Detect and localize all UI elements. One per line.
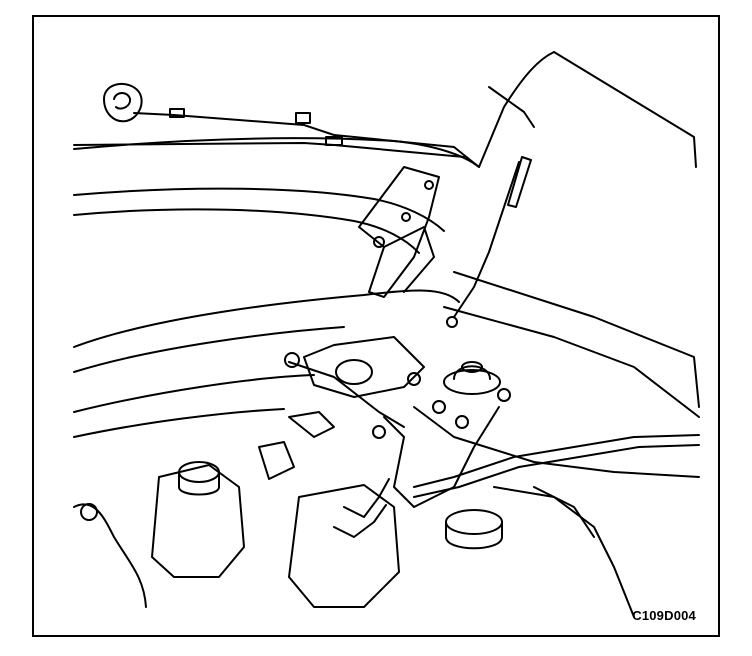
hinge-bolt-3 xyxy=(424,180,434,190)
strut-tower-cap xyxy=(453,365,491,380)
fluid-cap-side xyxy=(445,521,503,550)
hood-release-cable-2 xyxy=(73,142,465,158)
figure-code: C109D004 xyxy=(632,608,696,623)
wiring-harness xyxy=(413,434,700,488)
mount-bolt-3 xyxy=(497,388,511,402)
hose-clamp xyxy=(80,503,98,521)
illustration-frame: C109D004 xyxy=(32,15,720,637)
cowl-panel-2 xyxy=(73,326,345,373)
gas-strut-body xyxy=(507,156,532,208)
fender-inner xyxy=(443,306,700,418)
cowl-panel xyxy=(73,289,460,348)
hinge-bolt xyxy=(373,236,385,248)
linkage-pivot xyxy=(284,352,300,368)
wiper-motor xyxy=(303,336,425,398)
linkage-bolt-2 xyxy=(407,372,421,386)
release-handle-ring xyxy=(103,83,143,123)
wiper-motor-gear xyxy=(335,359,373,385)
reservoir-cap xyxy=(178,461,220,483)
brake-lines xyxy=(343,478,390,518)
reservoir-cap-side xyxy=(178,471,220,496)
mount-bolt-2 xyxy=(455,415,469,429)
hood-right-edge xyxy=(553,51,697,168)
strut-nut xyxy=(461,361,483,373)
motor-bracket xyxy=(258,441,295,480)
hood-hinge-arm xyxy=(383,226,435,293)
fluid-cap xyxy=(445,509,503,535)
hood-release-cable xyxy=(133,112,480,168)
engine-bay-illustration xyxy=(73,51,700,618)
hood-panel-line xyxy=(73,187,445,232)
left-hose xyxy=(73,503,147,608)
linkage-bolt xyxy=(372,425,386,439)
engine-block-line-2 xyxy=(533,486,595,538)
release-handle-ring-inner xyxy=(113,92,132,110)
fender-lower xyxy=(413,406,700,478)
strut-tower-top xyxy=(443,369,501,395)
engine-block-line xyxy=(493,486,635,618)
gas-strut xyxy=(453,161,520,318)
hinge-bolt-2 xyxy=(401,212,411,222)
hood-panel-line-2 xyxy=(73,208,420,254)
cowl-panel-3 xyxy=(73,374,315,413)
wiper-linkage xyxy=(288,361,405,428)
master-cylinder xyxy=(288,484,400,608)
mount-bolt xyxy=(432,400,446,414)
cowl-panel-4 xyxy=(73,408,285,438)
strut-mount xyxy=(446,316,458,328)
wiper-gear xyxy=(288,411,335,438)
wiring-harness-2 xyxy=(413,444,700,498)
hood-inner-frame xyxy=(488,86,535,128)
strut-tower-body xyxy=(383,406,500,508)
hood-edge xyxy=(73,51,555,168)
cable-clip-2 xyxy=(325,136,343,146)
cable-clip xyxy=(295,112,311,124)
hood-hinge xyxy=(358,166,440,298)
coolant-reservoir xyxy=(151,464,245,578)
cable-clip-3 xyxy=(169,108,185,118)
fender-top xyxy=(453,271,700,408)
brake-lines-2 xyxy=(333,504,387,538)
